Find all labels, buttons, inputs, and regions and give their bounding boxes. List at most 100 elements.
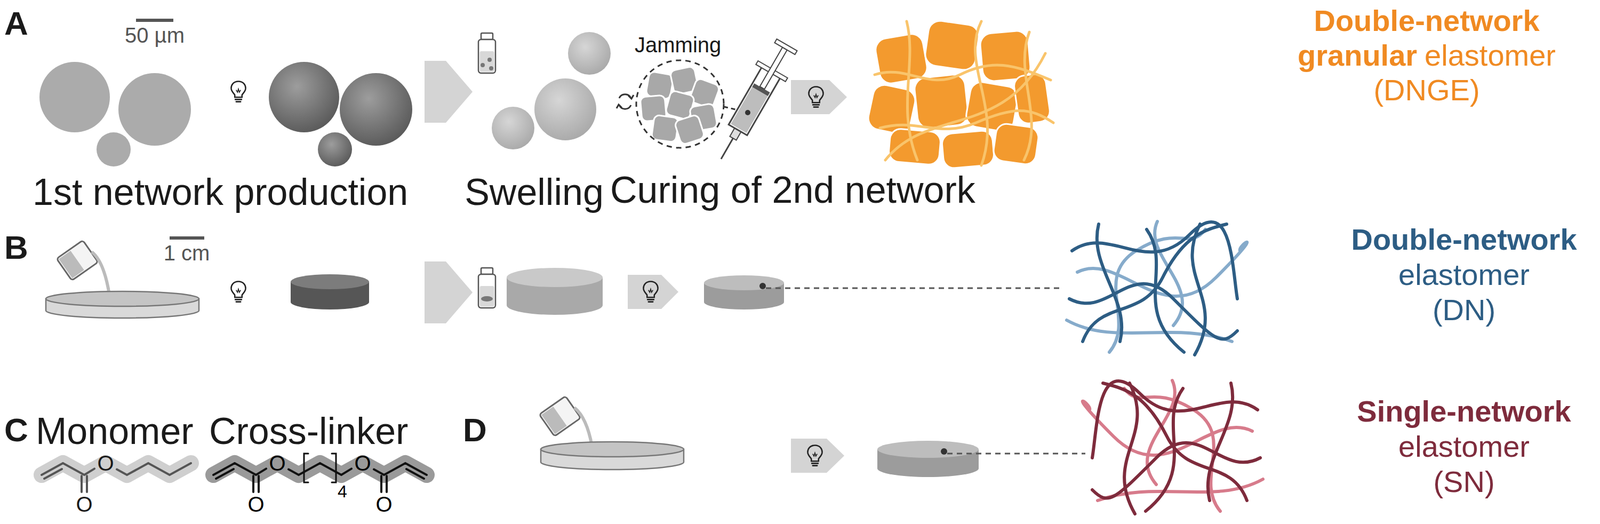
label-anchor: 1 cm [163,241,211,265]
label-anchor: (DN) [1432,293,1496,327]
label-anchor: 4 [337,482,348,501]
beaker-body [539,395,581,436]
light-bulb-icon [807,445,822,466]
bond [213,462,427,479]
leader-dot [940,448,948,455]
puck-side [704,282,784,310]
light-arrow [627,274,679,309]
uv-arrow [217,274,268,309]
beaker [56,240,99,280]
particle [534,78,597,141]
vial-puck [481,296,493,302]
uv-arrow [627,274,679,309]
light-arrow [790,80,847,115]
bond [41,462,191,479]
label-anchor: Double-network [1313,4,1540,38]
particle [651,114,679,143]
label-anchor: A [4,5,29,42]
scale-label: 1 cm [163,241,211,265]
double-network [1066,221,1247,355]
beaker-body [56,240,99,280]
light-bulb-icon [230,281,246,302]
material-name: elastomer [1398,429,1530,463]
atom-label: O [268,451,286,475]
vial-icon [478,267,496,308]
swollen-particles [491,32,611,150]
puck-side [506,277,603,315]
syringe-needle [721,138,734,159]
particle [669,66,700,96]
second-network-fibers [874,21,1054,166]
particle [645,70,674,100]
beaker [539,395,581,436]
syringe-flange [755,60,788,82]
process-panel: Swelling [453,2,615,366]
light-bulb-icon [643,281,658,302]
light-bulb-icon [230,81,246,102]
repeat-count: 4 [337,482,348,501]
vial-particles [480,57,494,71]
beaker-liquid [541,406,567,435]
sn-puck [877,440,979,477]
label-anchor: D [462,411,487,448]
label-anchor: elastomer [1398,429,1530,463]
label-anchor: Double-network [1350,222,1577,256]
panel-background [453,2,615,366]
light-arrow [217,274,268,309]
scale-label: 50 µm [124,23,185,47]
label-anchor: Monomer [35,410,194,452]
scale-bar-line [169,236,205,240]
pour-stream [91,251,110,295]
granule [913,73,970,130]
molecule-name: Monomer [35,410,194,452]
panel-background [22,2,441,366]
beaker-liquid [58,250,84,279]
scale-bar [136,20,174,21]
monomer-highlight [41,462,191,475]
granule [866,82,918,136]
dish-top [45,291,199,307]
granule [979,29,1032,83]
repeat-bracket [304,453,336,483]
particle [268,61,340,133]
step-label: Curing of 2nd network [610,169,976,211]
fiber [880,110,1054,130]
puck-side [877,449,979,477]
uv-arrow [217,74,268,109]
puck-top [506,267,603,287]
label-anchor: O [97,451,114,475]
vial-icon [478,33,496,74]
syringe-content [730,86,768,133]
molecule-name: Cross-linker [209,410,408,452]
process-panel: 1st network production [22,2,441,366]
cured-puck [290,274,370,310]
particle [339,73,413,146]
panel-letter: A [4,5,29,42]
granule [1012,72,1052,125]
particle [96,132,131,167]
granule [992,122,1040,166]
label-anchor: elastomer [1424,38,1556,72]
panel-letter: B [4,229,29,266]
material-name: elastomer [1424,38,1556,72]
label-anchor: (SN) [1433,465,1495,499]
leader-line [765,287,1062,290]
label-anchor: O [268,451,286,475]
single-network [1082,380,1263,514]
granule [964,80,1020,133]
puck-top [704,275,784,291]
atom-label: O [375,492,392,516]
granule [888,128,942,166]
dashed-outline [636,60,724,148]
label-anchor: C [4,411,29,448]
light-arrow [217,74,268,109]
label-anchor: Cross-linker [209,410,408,452]
material-abbrev: (DNGE) [1373,73,1480,107]
material-name: elastomer [1398,258,1530,292]
panel-title: 1st network production [32,171,408,213]
leader-line [723,106,745,112]
granular-elastomer [866,19,1052,169]
dish-top [540,441,684,457]
label-anchor: O [354,451,371,475]
material-name: Double-network [1313,4,1540,38]
